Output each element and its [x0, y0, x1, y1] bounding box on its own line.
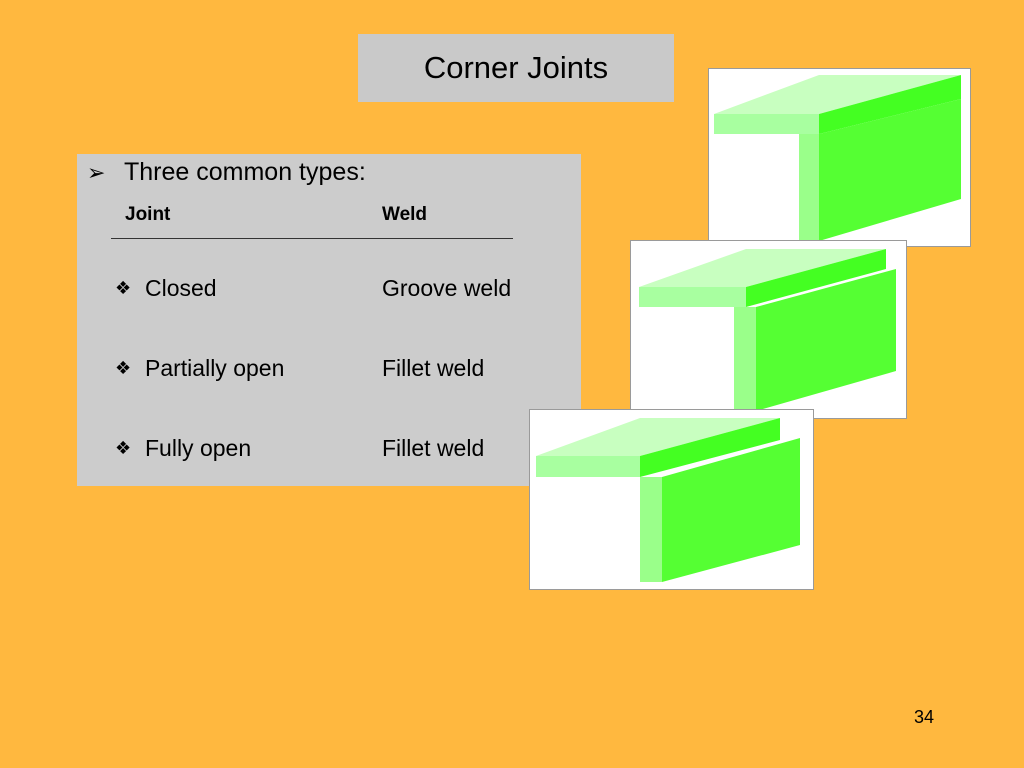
slide-title: Corner Joints: [423, 50, 609, 85]
diamond-bullet-icon: ❖: [115, 358, 132, 378]
weld-cell: Fillet weld: [382, 355, 485, 381]
joint-cell: Partially open: [145, 355, 285, 381]
fully-open-corner-joint-illustration: [536, 418, 800, 582]
title-box: Corner Joints: [358, 34, 674, 102]
fully-open-corner-joint-figure: [529, 409, 814, 590]
table-row: ❖ Partially open Fillet weld: [115, 355, 484, 382]
table-row: ❖ Fully open Fillet weld: [115, 435, 484, 462]
page-number: 34: [914, 707, 935, 727]
bullet-text: Three common types:: [124, 158, 366, 186]
closed-corner-joint-figure: [708, 68, 971, 247]
joint-column-header: Joint: [125, 204, 171, 225]
diamond-bullet-icon: ❖: [115, 438, 132, 458]
weld-cell: Fillet weld: [382, 435, 485, 461]
arrow-bullet-icon: ➢: [87, 159, 106, 185]
partially-open-corner-joint-figure: [630, 240, 907, 419]
joint-cell: Closed: [145, 275, 217, 301]
joint-cell: Fully open: [145, 435, 252, 461]
closed-corner-joint-illustration: [714, 75, 961, 241]
header-divider: [111, 238, 513, 239]
table-row: ❖ Closed Groove weld: [115, 275, 511, 302]
bullet-line: ➢ Three common types:: [87, 158, 366, 187]
content-panel: ➢ Three common types: Joint Weld ❖ Close…: [77, 154, 581, 486]
partially-open-corner-joint-illustration: [639, 249, 896, 411]
weld-cell: Groove weld: [382, 275, 512, 301]
diamond-bullet-icon: ❖: [115, 278, 132, 298]
weld-column-header: Weld: [382, 204, 428, 225]
